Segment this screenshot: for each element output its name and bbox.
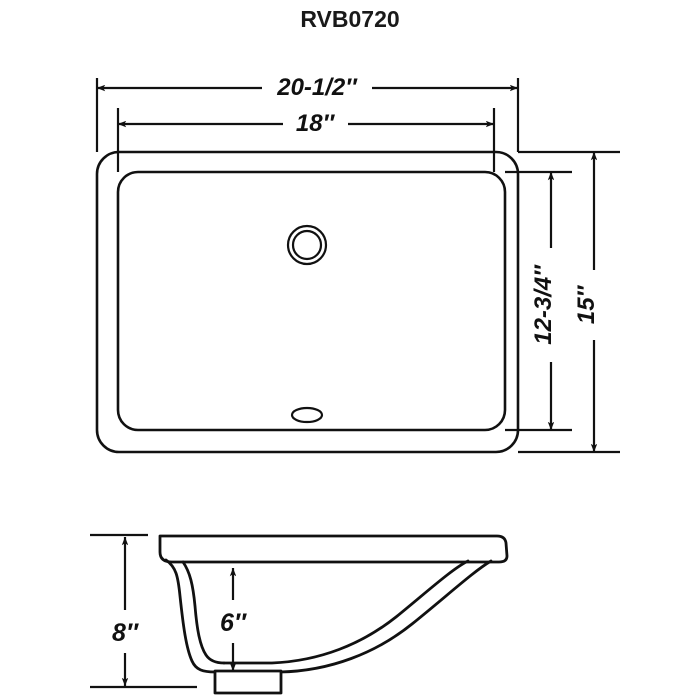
bowl-left-outer-wall — [164, 558, 217, 674]
sink-inner-basin-top-view — [116, 170, 507, 432]
dim-label-inner-depth: 12-3/4″ — [530, 264, 557, 345]
sink-outer-rim-top-view — [95, 150, 520, 454]
drain-outer-ring-icon — [286, 224, 328, 266]
drain-outlet-block-side-view — [213, 669, 283, 695]
sink-rim-side-view — [158, 534, 509, 564]
top-view-depth-dimensions: 15″ 12-3/4″ — [505, 150, 620, 454]
dim-label-overall-height: 8″ — [112, 619, 139, 647]
dim-label-bowl-depth: 6″ — [220, 609, 247, 637]
bowl-outer-sweep-right — [213, 559, 493, 674]
dim-label-inner-width: 18″ — [296, 110, 336, 137]
side-view-dimensions: 8″ 6″ — [90, 533, 247, 689]
overflow-hole-icon — [290, 406, 324, 424]
side-view-group — [158, 534, 509, 695]
top-view-group — [95, 150, 520, 454]
bowl-inner-sweep-right — [222, 559, 470, 665]
bowl-left-inner-wall — [181, 560, 226, 665]
dim-label-overall-depth: 15″ — [573, 284, 600, 324]
top-view-width-dimensions: 20-1/2″ 18″ — [95, 74, 520, 172]
drain-inner-ring-icon — [291, 229, 323, 261]
page-title: RVB0720 — [300, 6, 399, 32]
dim-label-overall-width: 20-1/2″ — [276, 74, 358, 101]
